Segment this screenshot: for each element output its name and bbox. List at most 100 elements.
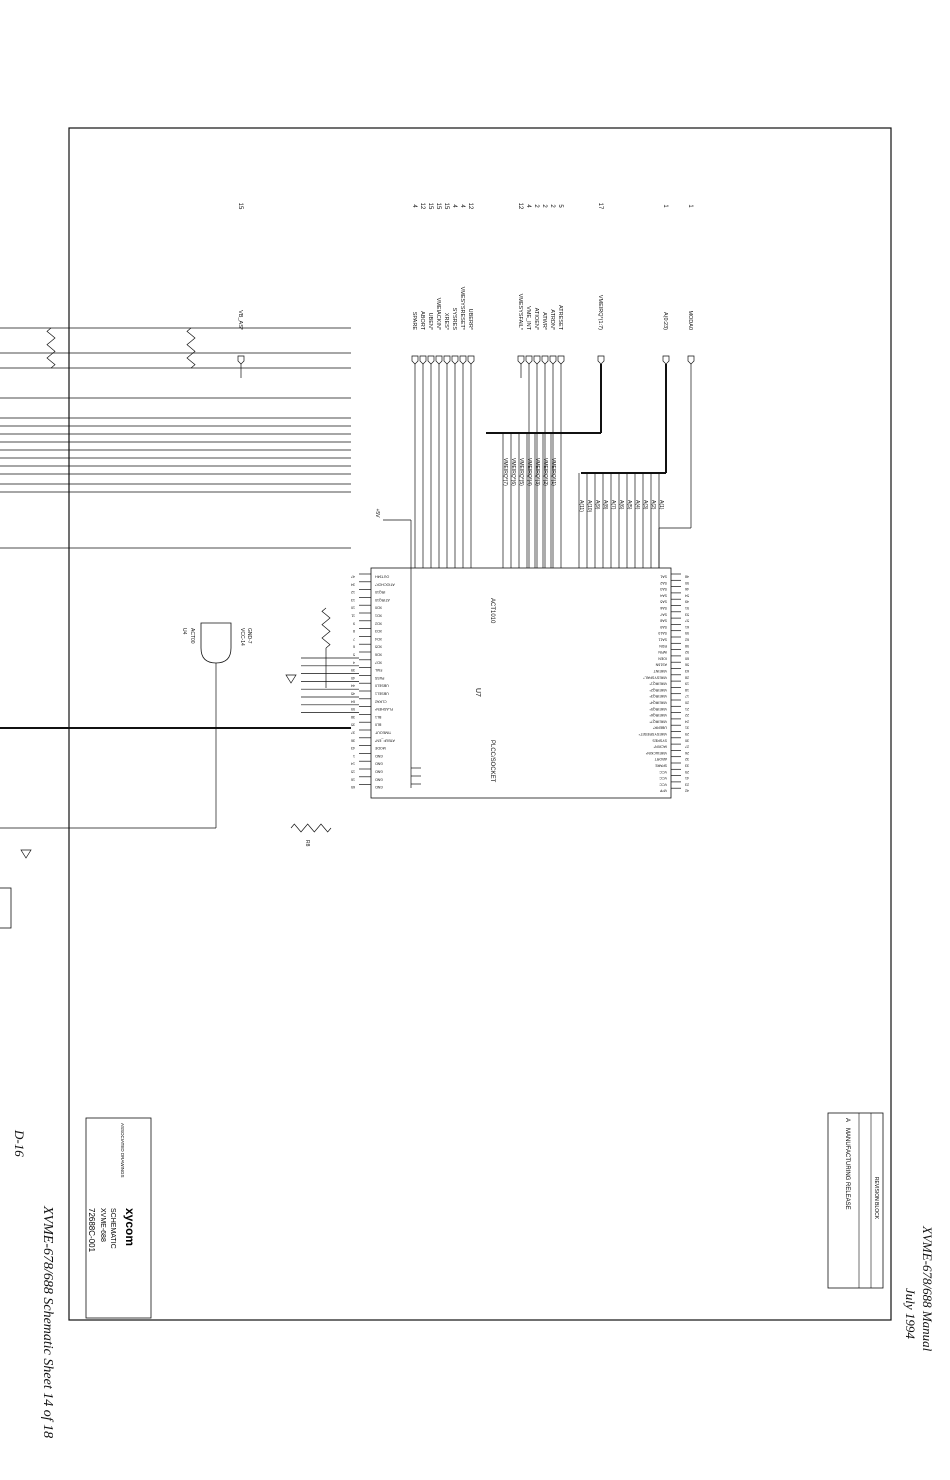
top-connector-label: ATWR*	[541, 312, 547, 331]
chip-u7-pin-num: 48	[685, 575, 689, 579]
chip-u7-pin-name: XD6	[375, 653, 382, 657]
addr-bus-label: A(5)	[626, 500, 632, 510]
top-connector-sheet: 5	[557, 204, 563, 208]
top-connector-label: MODA0	[687, 310, 693, 330]
addr-bus-label: A(6)	[618, 500, 624, 510]
chip-u7-pin-num: 53	[685, 612, 689, 616]
chip-u7-pin-name: ATIOCHCK*	[374, 582, 394, 586]
chip-u7-pin-name: ABORT	[654, 757, 667, 761]
top-connector-sheet: 12	[517, 203, 523, 210]
top-connector-flag	[451, 355, 459, 365]
chip-u7-pin-name: AS16N	[655, 663, 667, 667]
chip-u7-pin-num: 52	[685, 650, 689, 654]
top-connector-flag	[427, 355, 435, 365]
top-connector-label: ABORT	[419, 311, 425, 330]
chip-u7-pin-name: ATBUF_EN*	[374, 738, 395, 742]
chip-u7-pin-name: UBSEL1	[375, 692, 389, 696]
chip-u7-pin-name: VMESYSRESET*	[638, 732, 667, 736]
chip-u7-pin-num: 50	[685, 581, 689, 585]
top-connector-flag	[687, 355, 695, 365]
chip-u7-pin-name: RDN	[659, 644, 667, 648]
resistor-r8	[290, 823, 332, 833]
chip-u7-pin-num: 10	[351, 606, 355, 610]
top-connector-sheet: 12	[419, 203, 425, 210]
addr-bus-label: A(2)	[650, 500, 656, 510]
chip-u7	[370, 567, 672, 799]
chip-u7-pin-num: 14	[351, 762, 355, 766]
chip-u7-pin-name: VCC	[659, 782, 667, 786]
resistor-ref: R8	[304, 840, 310, 847]
top-connector-flag	[411, 355, 419, 365]
chip-u7-pin-name: MODE	[374, 746, 385, 750]
chip-u7-pin-num: 58	[685, 644, 689, 648]
chip-u7-pin-num: 5	[353, 653, 355, 657]
top-connector-sheet: 15	[427, 203, 433, 210]
top-connector-sheet: 2	[533, 204, 539, 208]
gnd-symbol	[20, 849, 32, 859]
chip-u7-pin-name: VMESYSFAIL*	[643, 675, 667, 679]
drawing-border	[68, 127, 892, 1321]
addr-bus-label: A(7)	[610, 500, 616, 510]
top-connector-label: SYSRES	[451, 308, 457, 331]
top-connector-label: ATIOEN*	[533, 308, 539, 331]
chip-u7-pin-name: VMEIRQ3*	[649, 694, 667, 698]
chip-u7-pin-name: GND	[375, 762, 383, 766]
top-connector-sheet: 15	[237, 203, 243, 210]
chip-u7-pin-num: 19	[685, 682, 689, 686]
chip-u7-pin-num: 37	[351, 731, 355, 735]
chip-u7-pin-num: 34	[351, 582, 355, 586]
chip-u7-pin-name: UBERR*	[652, 726, 667, 730]
addr-bus-label: A(3)	[642, 500, 648, 510]
chip-u7-pin-name: IOEN	[658, 656, 667, 660]
flipflop-u17	[0, 887, 12, 929]
chip-u7-pin-name: WRN	[658, 650, 667, 654]
addr-bus-label: A(1)	[658, 500, 664, 510]
chip-u7-pin-num: 42	[685, 789, 689, 793]
top-connector-flag	[443, 355, 451, 365]
chip-u7-pin-name: XD5	[375, 645, 382, 649]
resistor-r23	[46, 327, 56, 369]
top-connector-flag	[517, 355, 525, 365]
chip-u7-pin-num: 8	[353, 629, 355, 633]
top-connector-sheet: 1	[687, 204, 693, 208]
chip-u7-pin-name: VMEIRQ2*	[649, 688, 667, 692]
chip-u7-pin-name: SA1	[660, 575, 667, 579]
revision-rev: A	[844, 1118, 850, 1122]
footer-page-number: D-16	[12, 1130, 27, 1157]
chip-u7-pin-name: GND	[375, 785, 383, 789]
top-connector-label: VMESYSRESET*	[459, 287, 465, 331]
chip-u7-pin-num: 63	[685, 669, 689, 673]
top-connector-flag	[541, 355, 549, 365]
top-connector-flag	[435, 355, 443, 365]
chip-u7-pin-num: 23	[685, 782, 689, 786]
top-connector-sheet: 4	[525, 204, 531, 208]
chip-u7-pin-name: BL1	[375, 715, 381, 719]
footer-caption: XVME-678/688 Schematic Sheet 14 of 18	[40, 1206, 55, 1439]
irq-bus-label: VMEIRQ*(5)	[518, 458, 524, 486]
chip-u7-pin-num: 27	[685, 745, 689, 749]
chip-u7-pin-num: 46	[685, 587, 689, 591]
chip-u7-pin-num: 17	[685, 694, 689, 698]
header-manual: XVME-678/688 Manual	[920, 1226, 935, 1352]
top-connector-label: UBEN*	[427, 313, 433, 331]
top-connector-sheet: 4	[459, 204, 465, 208]
chip-u7-pin-name: XD0	[375, 606, 382, 610]
chip-u7-pin-name: SA7	[660, 612, 667, 616]
chip-u7-pin-name: SA5	[660, 600, 667, 604]
chip-u7-pin-num: 18	[685, 688, 689, 692]
chip-u7-pin-num: 59	[351, 707, 355, 711]
power-label: +5V	[374, 508, 380, 518]
top-connector-label: ATRDN*	[549, 309, 555, 331]
chip-u7-pin-name: IRQ10	[375, 590, 385, 594]
top-connector-flag	[533, 355, 541, 365]
chip-u7-pin-num: 44	[351, 684, 355, 688]
doc-number: 72688C-001	[87, 1208, 96, 1253]
chip-u7-pin-num: 61	[685, 625, 689, 629]
chip-u7-pin-num: 36	[351, 738, 355, 742]
chip-u7-pin-num: 32	[685, 757, 689, 761]
chip-u7-pin-name: SA8	[660, 619, 667, 623]
chip-u7-pin-name: XD7	[375, 660, 382, 664]
chip-u7-pin-num: 7	[353, 637, 355, 641]
assoc-drawings-header: ASSOCIATED DRAWINGS	[120, 1123, 125, 1178]
title-line: SCHEMATIC	[109, 1208, 116, 1249]
